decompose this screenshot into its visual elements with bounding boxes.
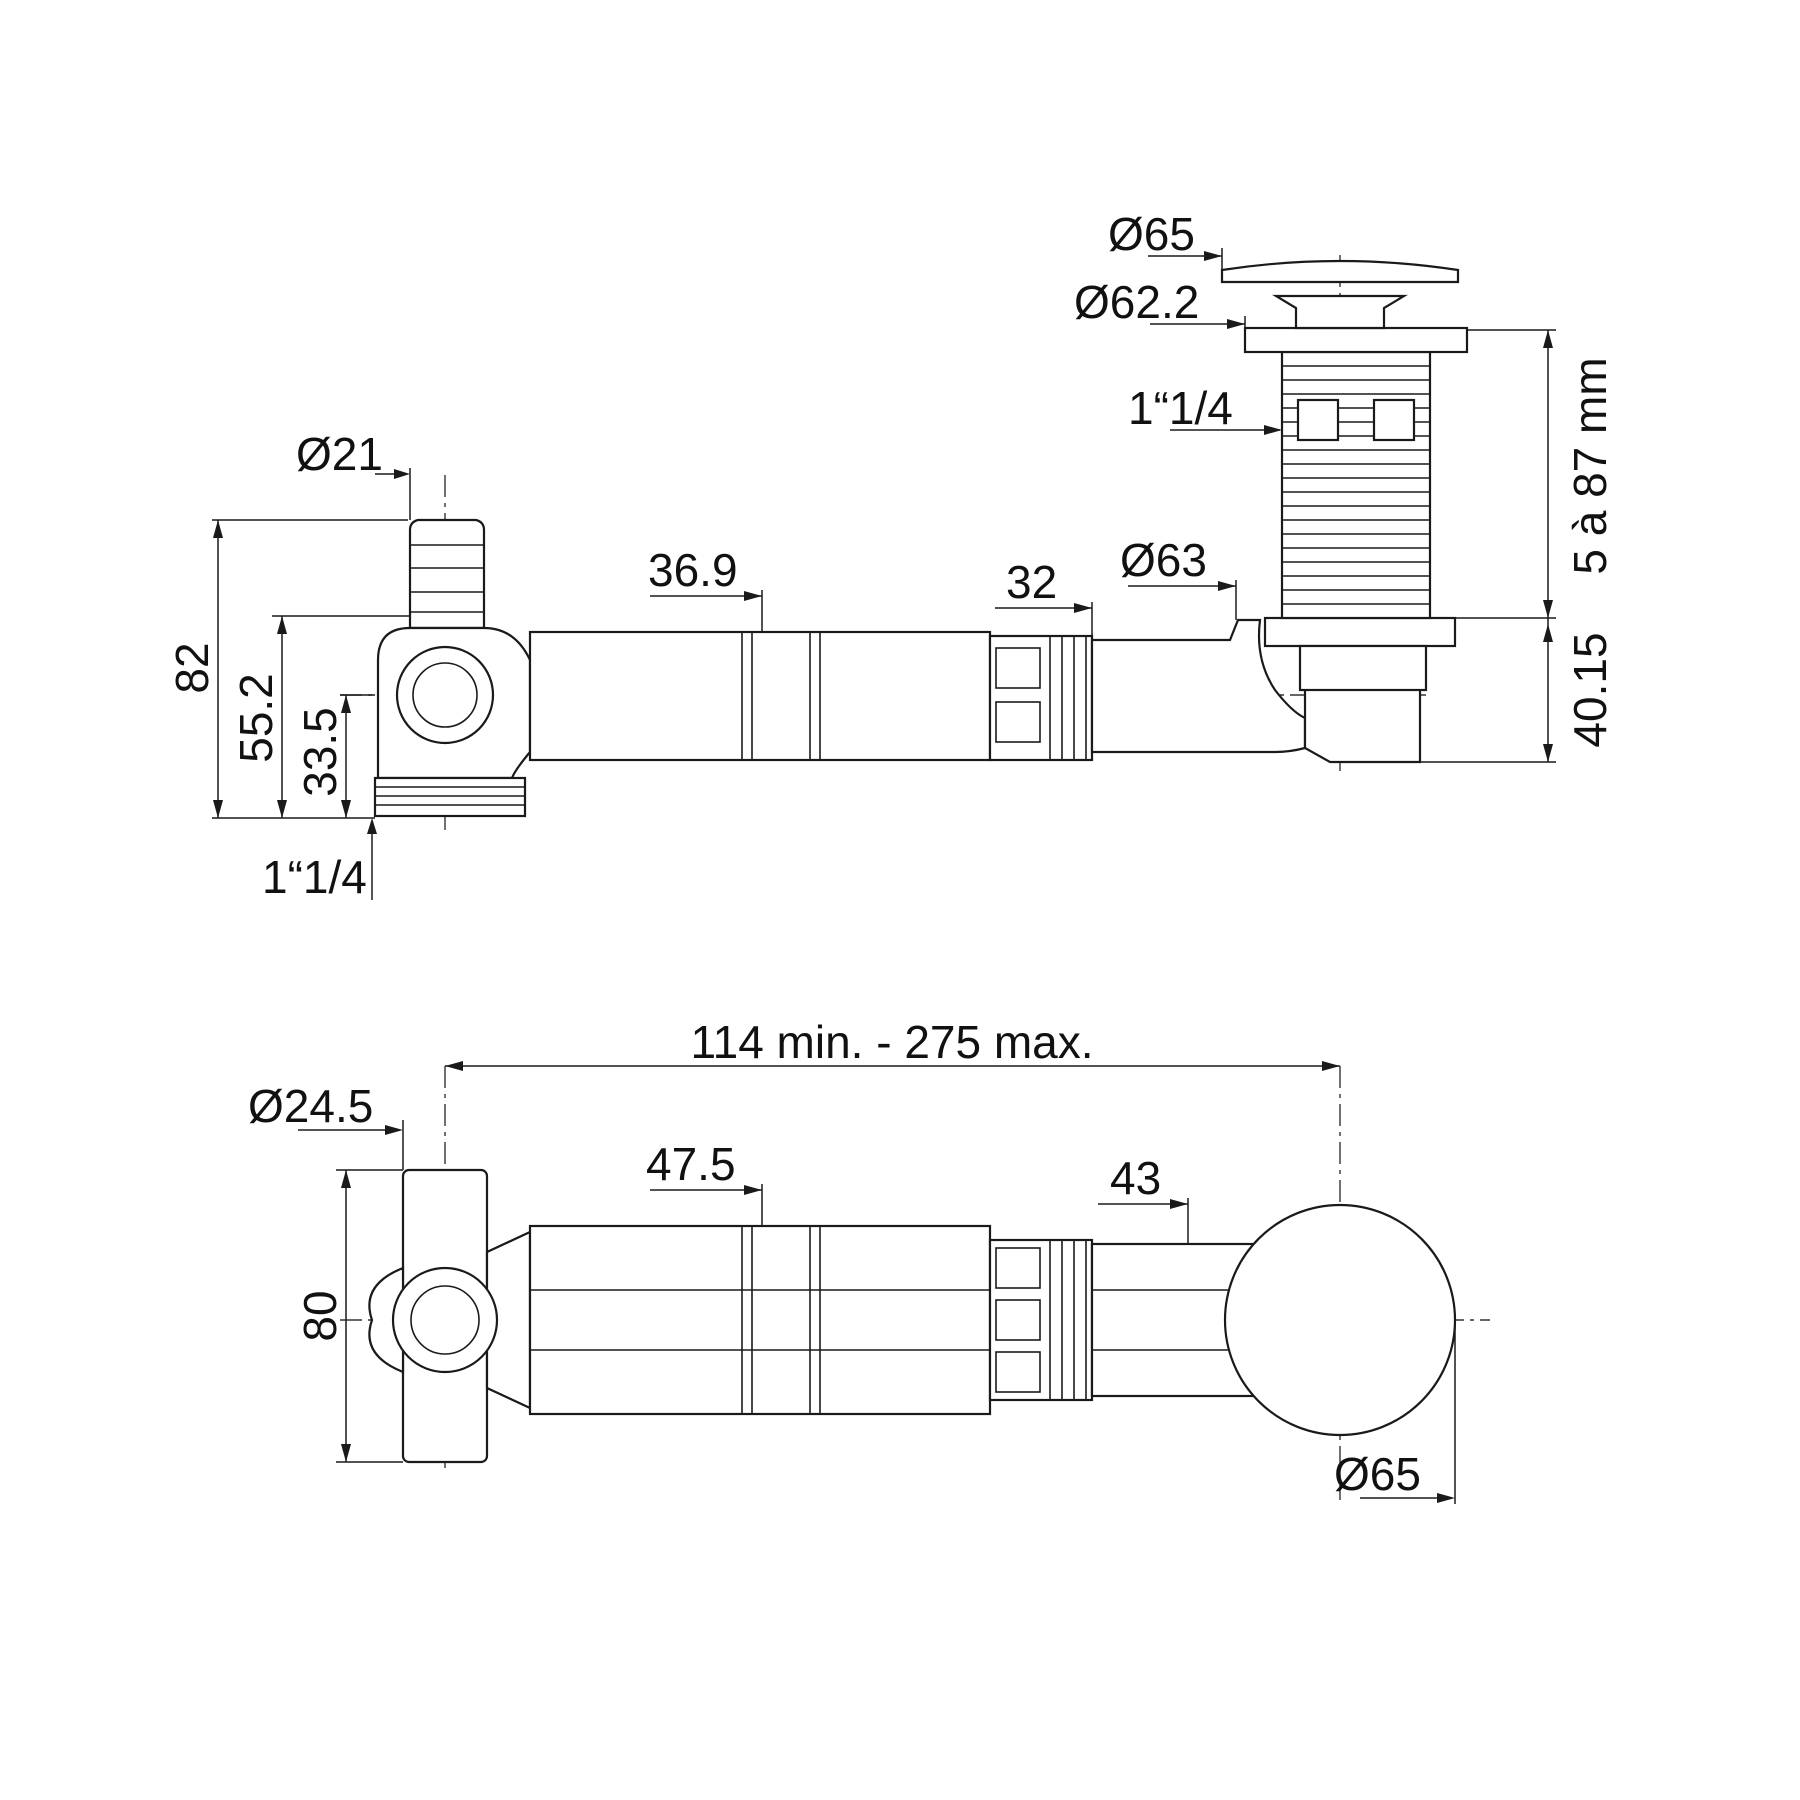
length-range-label: 114 min. - 275 max.	[690, 1016, 1093, 1068]
waste-thread-label: 1“1/4	[1128, 382, 1233, 434]
top-sleeve-pipe	[528, 1224, 992, 1416]
waste-window-left	[1296, 398, 1340, 442]
waste-threads	[1282, 365, 1430, 605]
waste-window-right	[1372, 398, 1416, 442]
waste-flange	[1243, 326, 1469, 354]
plug-diameter-label: Ø62.2	[1074, 276, 1199, 328]
head-diameter-label: Ø65	[1334, 1448, 1421, 1500]
pipe-width-label: 43	[1110, 1152, 1161, 1204]
outlet-height-label: 55.2	[230, 673, 282, 763]
overall-height-label: 82	[166, 642, 218, 693]
overall-width-label: 80	[294, 1290, 346, 1341]
cap-diameter-label: Ø65	[1108, 208, 1195, 260]
inlet-tee	[368, 1168, 532, 1464]
sleeve-pipe	[528, 630, 992, 762]
thread-length-label: 5 à 87 mm	[1564, 357, 1616, 574]
waste-body	[1220, 259, 1469, 764]
slide-collar	[988, 634, 1094, 762]
waste-head	[1223, 1203, 1457, 1437]
bottom-thread-label: 1“1/4	[262, 851, 367, 903]
elbow-port-inner	[412, 662, 478, 728]
top-slide-collar: ⇐	[988, 1238, 1131, 1402]
elbow-port	[395, 645, 495, 745]
top-inlet-diameter-label: Ø24.5	[248, 1080, 373, 1132]
collar-diameter-label: 32	[1006, 556, 1057, 608]
sleeve-diameter-label: 36.9	[648, 544, 738, 596]
waste-plug	[1272, 294, 1408, 330]
inlet-nozzle	[408, 518, 486, 630]
bottom-thread-nut	[373, 776, 527, 818]
side-view: Ø21 82 55.2 33.5 1“1/4 36.9 32	[166, 208, 1616, 903]
side-inlet-diameter-label: Ø21	[296, 428, 383, 480]
body-height-label: 40.15	[1564, 632, 1616, 747]
waste-cap	[1220, 259, 1460, 284]
top-sleeve-diameter-label: 47.5	[646, 1138, 736, 1190]
axis-height-label: 33.5	[294, 707, 346, 797]
top-view: ⇐ 114 min. - 275 max. Ø24.5 80 4	[248, 1016, 1490, 1504]
pipe-diameter-label: Ø63	[1120, 534, 1207, 586]
